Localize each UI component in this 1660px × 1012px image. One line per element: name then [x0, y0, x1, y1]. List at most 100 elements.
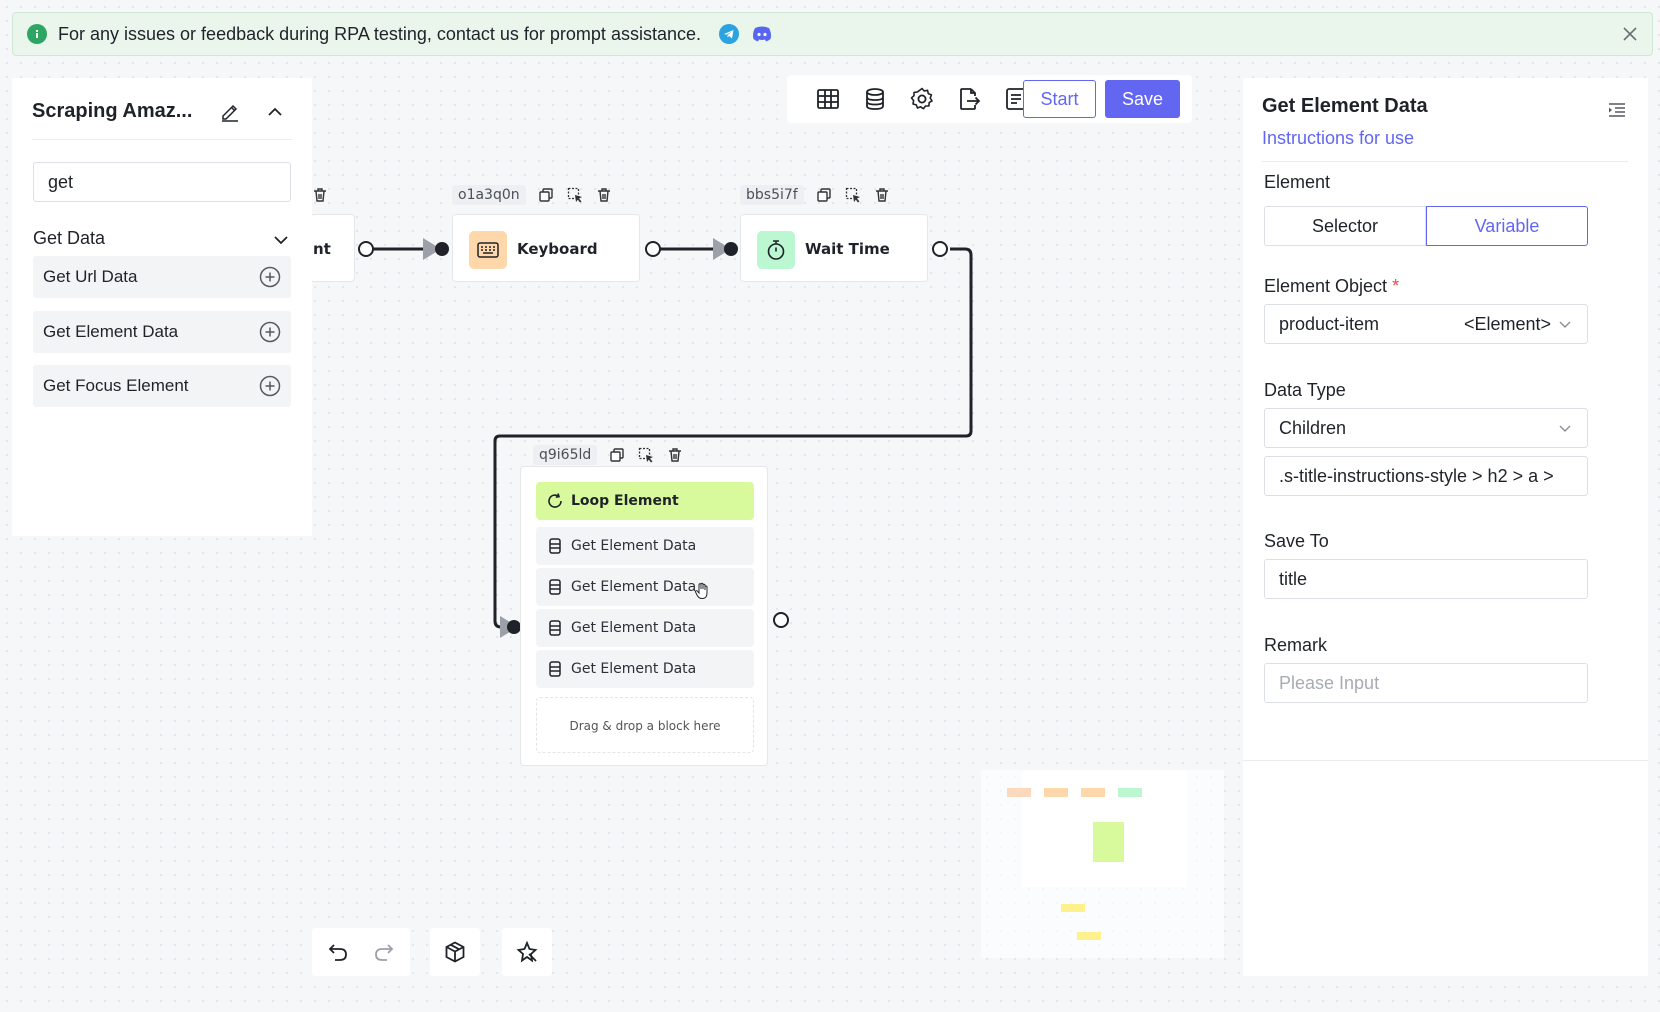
data-type-select[interactable]: Children	[1264, 408, 1588, 448]
input-port[interactable]	[507, 620, 521, 634]
minimap[interactable]	[981, 770, 1224, 958]
auto-arrange-icon[interactable]	[515, 940, 539, 964]
node-label: nt	[313, 240, 331, 258]
node-id: q9i65ld	[533, 445, 598, 465]
node-label: Keyboard	[517, 240, 598, 258]
remark-input[interactable]: Please Input	[1264, 663, 1588, 703]
undo-icon[interactable]	[326, 940, 350, 964]
redo-icon[interactable]	[372, 940, 396, 964]
output-port[interactable]	[358, 241, 374, 257]
variable-option[interactable]: Variable	[1426, 206, 1588, 246]
input-port[interactable]	[435, 242, 449, 256]
discord-icon[interactable]	[751, 24, 771, 44]
feedback-banner: For any issues or feedback during RPA te…	[12, 12, 1653, 56]
child-label: Get Element Data	[571, 620, 697, 636]
close-banner-icon[interactable]	[1620, 24, 1640, 44]
element-type-text: <Element>	[1463, 313, 1551, 334]
category-label: Get Data	[33, 228, 106, 248]
element-object-label-text: Element Object	[1264, 276, 1388, 296]
keyboard-icon	[469, 231, 507, 269]
trash-icon[interactable]	[595, 186, 613, 204]
block-item-get-focus-element[interactable]: Get Focus Element	[33, 365, 291, 407]
required-mark: *	[1392, 276, 1400, 296]
block-item-get-element-data[interactable]: Get Element Data	[33, 311, 291, 353]
element-object-select[interactable]: product-item <Element>	[1264, 304, 1588, 344]
workflow-toolbar: Start Save	[787, 75, 1192, 123]
hand-cursor-icon	[694, 582, 710, 600]
output-port[interactable]	[932, 241, 948, 257]
minimap-node	[1093, 822, 1124, 862]
table-icon[interactable]	[815, 86, 841, 112]
node-tag-keyboard: o1a3q0n	[452, 183, 613, 207]
save-to-label: Save To	[1264, 531, 1329, 551]
select-icon[interactable]	[844, 186, 862, 204]
save-button[interactable]: Save	[1105, 80, 1180, 118]
minimap-node	[1007, 788, 1031, 797]
selector-option[interactable]: Selector	[1264, 206, 1426, 246]
loop-element-node[interactable]: Loop Element Get Element Data Get Elemen…	[520, 466, 768, 766]
add-block-icon[interactable]	[259, 266, 281, 288]
export-icon[interactable]	[956, 86, 982, 112]
block-item-label: Get Url Data	[43, 267, 138, 286]
workflow-canvas[interactable]: nt o1a3q0n Keyboard bbs5i7f	[0, 0, 1240, 1012]
history-toolbar	[312, 928, 410, 976]
collapse-panel-icon[interactable]	[1606, 99, 1628, 121]
block-item-get-url-data[interactable]: Get Url Data	[33, 256, 291, 298]
instructions-link[interactable]: Instructions for use	[1262, 128, 1415, 148]
category-get-data[interactable]: Get Data	[33, 224, 291, 254]
panel-title: Get Element Data	[1262, 95, 1428, 117]
trash-icon[interactable]	[666, 446, 684, 464]
save-to-value: title	[1279, 568, 1308, 589]
node-id: o1a3q0n	[452, 185, 526, 205]
package-icon[interactable]	[443, 940, 467, 964]
child-block-get-element-data[interactable]: Get Element Data	[536, 527, 754, 565]
add-block-icon[interactable]	[259, 321, 281, 343]
element-type-toggle: Selector Variable	[1264, 206, 1588, 246]
select-icon[interactable]	[637, 446, 655, 464]
data-type-value: Children	[1279, 417, 1347, 438]
node-partial[interactable]: nt	[310, 214, 355, 282]
add-block-icon[interactable]	[259, 375, 281, 397]
trash-icon[interactable]	[311, 186, 329, 204]
dropzone[interactable]: Drag & drop a block here	[536, 697, 754, 753]
loop-label: Loop Element	[571, 493, 679, 509]
start-button[interactable]: Start	[1023, 80, 1096, 118]
chevron-down-icon	[1557, 316, 1573, 332]
chevron-down-icon	[271, 230, 291, 250]
node-keyboard[interactable]: Keyboard	[452, 214, 640, 282]
database-icon[interactable]	[862, 86, 888, 112]
child-block-get-element-data[interactable]: Get Element Data	[536, 568, 754, 606]
element-object-type: <Element>	[1464, 314, 1573, 335]
child-block-get-element-data[interactable]: Get Element Data	[536, 609, 754, 647]
save-to-input[interactable]: title	[1264, 559, 1588, 599]
arrange-toolbar	[502, 928, 552, 976]
output-port[interactable]	[773, 612, 789, 628]
info-icon	[27, 24, 47, 44]
edit-icon[interactable]	[219, 100, 241, 122]
telegram-icon[interactable]	[718, 24, 739, 44]
trash-icon[interactable]	[873, 186, 891, 204]
block-search-input[interactable]	[33, 162, 291, 202]
loop-element-header[interactable]: Loop Element	[536, 482, 754, 520]
remark-placeholder: Please Input	[1279, 672, 1380, 693]
selector-input[interactable]: .s-title-instructions-style > h2 > a >	[1264, 456, 1588, 496]
database-icon	[546, 619, 564, 637]
block-library-panel: Scraping Amaz... Get Data Get Url Data G…	[12, 78, 312, 536]
chevron-down-icon	[1557, 420, 1573, 436]
copy-icon[interactable]	[815, 186, 833, 204]
chevron-up-icon[interactable]	[265, 102, 285, 122]
copy-icon[interactable]	[537, 186, 555, 204]
child-label: Get Element Data	[571, 579, 697, 595]
element-object-value: product-item	[1279, 313, 1380, 334]
settings-icon[interactable]	[909, 86, 935, 112]
copy-icon[interactable]	[608, 446, 626, 464]
minimap-node	[1044, 788, 1068, 797]
child-block-get-element-data[interactable]: Get Element Data	[536, 650, 754, 688]
timer-icon	[757, 231, 795, 269]
database-icon	[546, 537, 564, 555]
output-port[interactable]	[645, 241, 661, 257]
data-type-label: Data Type	[1264, 380, 1346, 400]
node-wait-time[interactable]: Wait Time	[740, 214, 928, 282]
input-port[interactable]	[724, 242, 738, 256]
select-icon[interactable]	[566, 186, 584, 204]
